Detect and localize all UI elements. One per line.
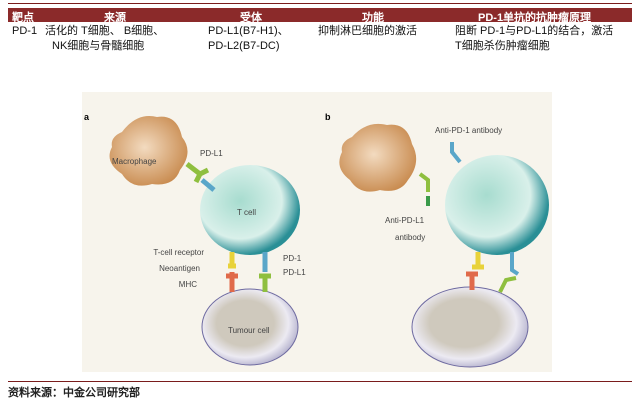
pdl1-molecule	[185, 162, 210, 184]
label-pdl1-top: PD-L1	[200, 149, 223, 158]
label-macrophage: Macrophage	[112, 157, 157, 166]
t-cell-b	[445, 155, 549, 255]
label-pdl1: PD-L1	[283, 268, 306, 277]
tumour-cell-b	[411, 286, 529, 368]
label-tumour: Tumour cell	[228, 326, 270, 335]
top-rule	[8, 3, 632, 4]
pd1-molecule	[200, 178, 216, 192]
cell-principle-1: 阻断 PD-1与PD-L1的结合，激活	[455, 25, 614, 37]
pd1-mechanism-figure: a Macrophage PD-L1 T cell T-cell recepto…	[82, 92, 552, 372]
header-target: 靶点	[12, 12, 34, 24]
header-function: 功能	[362, 12, 384, 24]
label-mhc: MHC	[179, 280, 197, 289]
t-cell-a	[200, 165, 300, 255]
cell-target: PD-1	[12, 25, 38, 37]
label-neoantigen: Neoantigen	[159, 264, 200, 273]
header-receptor: 受体	[240, 12, 262, 24]
bottom-rule	[8, 381, 632, 382]
panel-b-label: b	[325, 112, 331, 122]
label-anti-pd1: Anti-PD-1 antibody	[435, 126, 502, 135]
macrophage-b	[339, 123, 417, 192]
panel-a-label: a	[84, 112, 90, 122]
tcr-molecule	[228, 252, 236, 269]
table-row: PD-1 活化的 T细胞、 B细胞、 NK细胞与骨髓细胞 PD-L1(B7-H1…	[8, 24, 632, 58]
header-source: 来源	[104, 12, 126, 24]
cell-source-2: NK细胞与骨髓细胞	[52, 40, 145, 52]
cell-receptor-2: PD-L2(B7-DC)	[208, 40, 280, 52]
cell-source-1: 活化的 T细胞、 B细胞、	[45, 25, 165, 37]
cell-receptor-1: PD-L1(B7-H1)、	[208, 25, 289, 37]
label-tcr: T-cell receptor	[153, 248, 204, 257]
label-anti-pdl1-1: Anti-PD-L1	[385, 216, 425, 225]
mhc-molecule	[226, 272, 238, 292]
source-note: 资料来源：中金公司研究部	[8, 387, 140, 399]
header-principle: PD-1单抗的抗肿瘤原理	[478, 12, 592, 24]
anti-pd1-antibody	[450, 142, 462, 164]
cell-function: 抑制淋巴细胞的激活	[318, 25, 417, 37]
label-pd1: PD-1	[283, 254, 302, 263]
label-anti-pdl1-2: antibody	[395, 233, 425, 242]
label-tcell: T cell	[237, 208, 256, 217]
cell-principle-2: T细胞杀伤肿瘤细胞	[455, 40, 550, 52]
table-header: 靶点 来源 受体 功能 PD-1单抗的抗肿瘤原理	[8, 8, 632, 24]
macrophage-a	[109, 116, 188, 186]
tumour-cell-a	[201, 288, 299, 366]
